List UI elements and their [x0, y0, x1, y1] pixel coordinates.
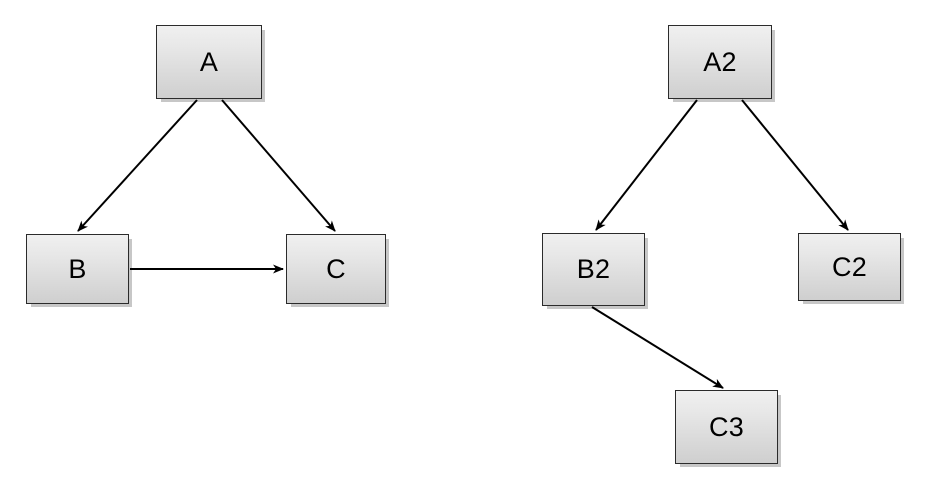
- node-c[interactable]: C: [286, 234, 386, 304]
- node-label: C2: [832, 251, 867, 282]
- edge-a-to-c[interactable]: [221, 99, 336, 232]
- node-c3[interactable]: C3: [675, 390, 778, 464]
- edge-a2-to-b2[interactable]: [595, 99, 698, 231]
- node-b[interactable]: B: [26, 234, 129, 304]
- node-label: B: [68, 253, 87, 284]
- node-label: A: [199, 46, 219, 77]
- node-label: C3: [709, 411, 744, 442]
- node-label: C: [326, 253, 346, 284]
- edge-a-to-b[interactable]: [77, 99, 198, 232]
- edge-b2-to-c3[interactable]: [591, 306, 724, 389]
- edges-group: [77, 99, 849, 389]
- node-a2[interactable]: A2: [668, 25, 772, 99]
- node-label: B2: [576, 254, 611, 284]
- node-b2[interactable]: B2: [542, 233, 645, 306]
- node-c2[interactable]: C2: [798, 233, 901, 301]
- edge-a2-to-c2[interactable]: [741, 99, 849, 231]
- node-label: A2: [703, 46, 737, 77]
- node-a[interactable]: A: [156, 25, 262, 99]
